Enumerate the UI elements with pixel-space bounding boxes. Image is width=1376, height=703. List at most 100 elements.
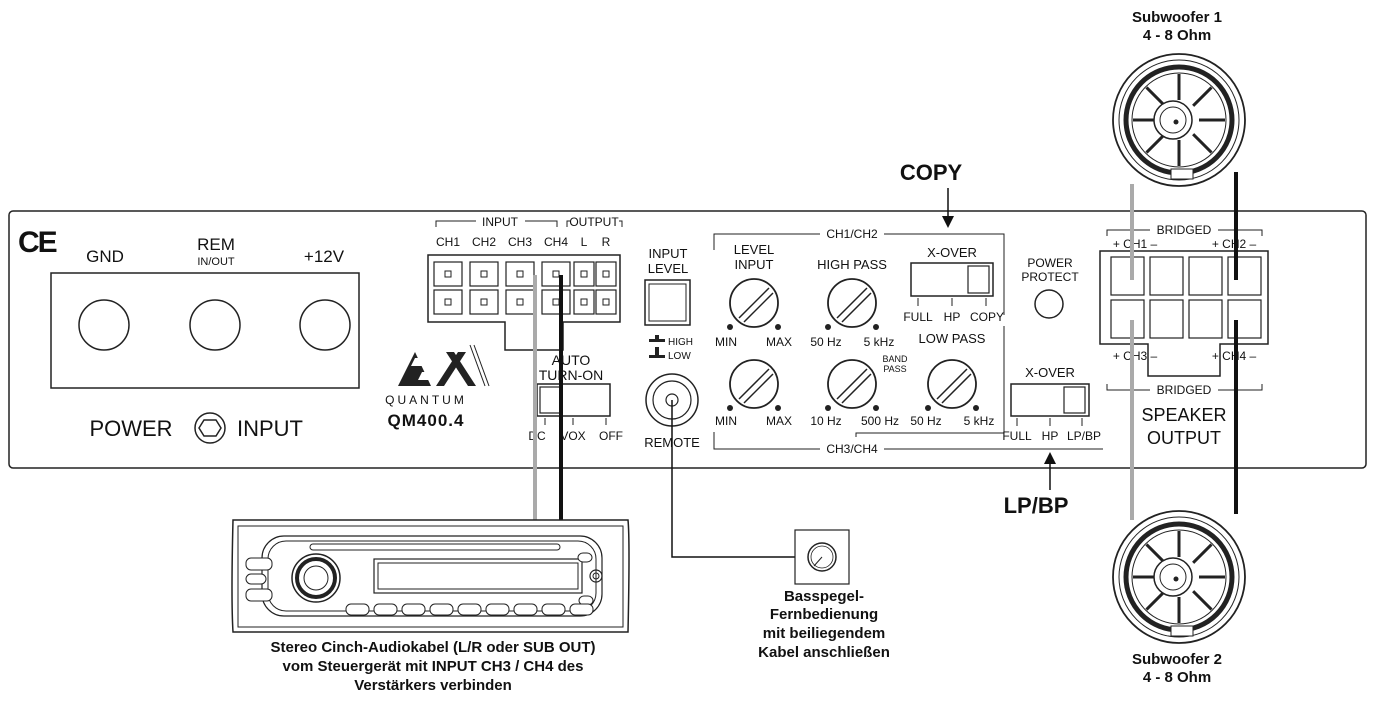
plus12-terminal[interactable] [299,299,351,351]
speaker-terminal [1110,299,1145,339]
auto-turn-on-ticks [544,418,607,425]
rca-jack-pin [480,270,488,278]
rca-channel-labels: CH1 CH2 CH3 CH4 L R [436,235,611,249]
esx-logo [398,344,490,387]
low-pass-min: 50 Hz [910,414,941,428]
xover-top-copy: COPY [970,310,1004,324]
high-pass-label: HIGH PASS [817,257,887,272]
subwoofer-spoke [1192,590,1213,611]
level-input-line1: LEVEL [734,242,774,257]
sub2-ohm: 4 - 8 Ohm [1143,669,1211,686]
level-max-ch12: MAX [766,335,792,349]
gnd-terminal[interactable] [78,299,130,351]
copy-arrow-icon [942,188,954,228]
xover-bottom-slider[interactable] [1063,386,1086,414]
rca-jack-pin [552,270,560,278]
rca-jack [469,289,499,315]
level-knob-ch34[interactable] [727,359,781,411]
subwoofer-spoke [1145,133,1166,154]
rca-jack-pin [516,270,524,278]
brand-sub-label: QUANTUM [385,393,467,407]
speaker-terminal [1110,256,1145,296]
head-unit-side-button [245,588,273,602]
head-unit-preset-buttons [345,603,594,616]
remote-caption-line-2: Fernbedienung [770,606,878,623]
copy-callout: COPY [900,160,963,185]
speaker-ch1-label: + CH1 – [1113,237,1158,251]
subwoofer-cone-edge [1131,529,1227,625]
rca-label-ch1: CH1 [436,235,460,249]
rca-jack-pin [444,270,452,278]
auto-turn-on-slider[interactable] [539,386,561,414]
speaker-terminal [1188,299,1223,339]
rca-jack [433,289,463,315]
rca-jacks[interactable] [433,261,617,315]
rca-jack [595,261,617,287]
level-min-ch12: MIN [715,335,737,349]
rca-jack [595,289,617,315]
xover-top-ticks [917,298,987,306]
ce-mark: CE [18,226,57,259]
bridged-bottom-label: BRIDGED [1157,383,1212,397]
rem-terminal[interactable] [189,299,241,351]
input-footer-label: INPUT [237,416,303,441]
remote-caption: Basspegel- Fernbedienung mit beiliegende… [758,588,890,661]
rca-label-ch2: CH2 [472,235,496,249]
copy-link-line [855,326,1005,437]
band-pass-max: 500 Hz [861,414,899,428]
rca-jack [505,289,535,315]
level-knob-ch12[interactable] [727,278,781,330]
speaker-terminal [1188,256,1223,296]
level-min-ch34: MIN [715,414,737,428]
head-unit-preset-button [485,603,510,616]
auto-option-dc: DC [528,429,546,443]
input-level-line2: LEVEL [648,261,688,276]
speaker-terminal [1149,299,1184,339]
lpbp-callout: LP/BP [1004,493,1069,518]
high-pass-knob[interactable] [825,278,879,330]
ch34-label: CH3/CH4 [826,442,878,456]
auto-option-off: OFF [599,429,623,443]
subwoofer-spoke [1145,86,1166,107]
rca-jack [573,261,595,287]
xover-top-slider[interactable] [967,265,990,294]
subwoofer-spoke [1192,86,1213,107]
low-pass-max: 5 kHz [964,414,995,428]
xover-bottom-hp: HP [1042,429,1059,443]
head-unit-caption: Stereo Cinch-Audiokabel (L/R oder SUB OU… [270,639,595,694]
head-unit-preset-button [569,603,594,616]
rca-label-r: R [602,235,611,249]
power-protect-line1: POWER [1027,256,1073,270]
bridged-bottom-bracket [1106,384,1263,391]
sub1-ohm: 4 - 8 Ohm [1143,27,1211,44]
remote-caption-line-1: Basspegel- [784,588,864,605]
turn-on-label: TURN-ON [539,367,604,383]
ch12-label: CH1/CH2 [826,227,878,241]
speaker-terminals[interactable] [1110,256,1262,339]
rca-jack [505,261,535,287]
head-unit-preset-button [345,603,370,616]
subwoofer-2 [1112,510,1246,644]
plus12-label: +12V [304,247,345,266]
head-unit-caption-line-2: vom Steuergerät mit INPUT CH3 / CH4 des [283,658,584,675]
input-level-switch[interactable] [644,279,691,326]
band-pass-label-2: PASS [883,364,906,374]
xover-bottom-label: X-OVER [1025,365,1075,380]
bass-remote [794,529,850,585]
input-level-high: HIGH [668,337,693,348]
bridged-top-label: BRIDGED [1157,223,1212,237]
rca-jack [541,289,571,315]
fuse-icon [194,412,226,444]
low-pass-knob[interactable] [925,359,979,411]
speaker-block-outline [1099,250,1269,377]
power-protect-led [1034,289,1064,319]
power-protect-line2: PROTECT [1021,270,1079,284]
head-unit-preset-button [429,603,454,616]
xover-bottom-ticks [1016,418,1083,426]
band-pass-knob[interactable] [825,359,879,411]
lpbp-arrow-icon [1044,452,1056,490]
subwoofer-1 [1112,53,1246,187]
head-unit-preset-button [541,603,566,616]
subwoofer-dustcap-inner [1159,563,1187,591]
speaker-output-line1: SPEAKER [1141,405,1226,425]
